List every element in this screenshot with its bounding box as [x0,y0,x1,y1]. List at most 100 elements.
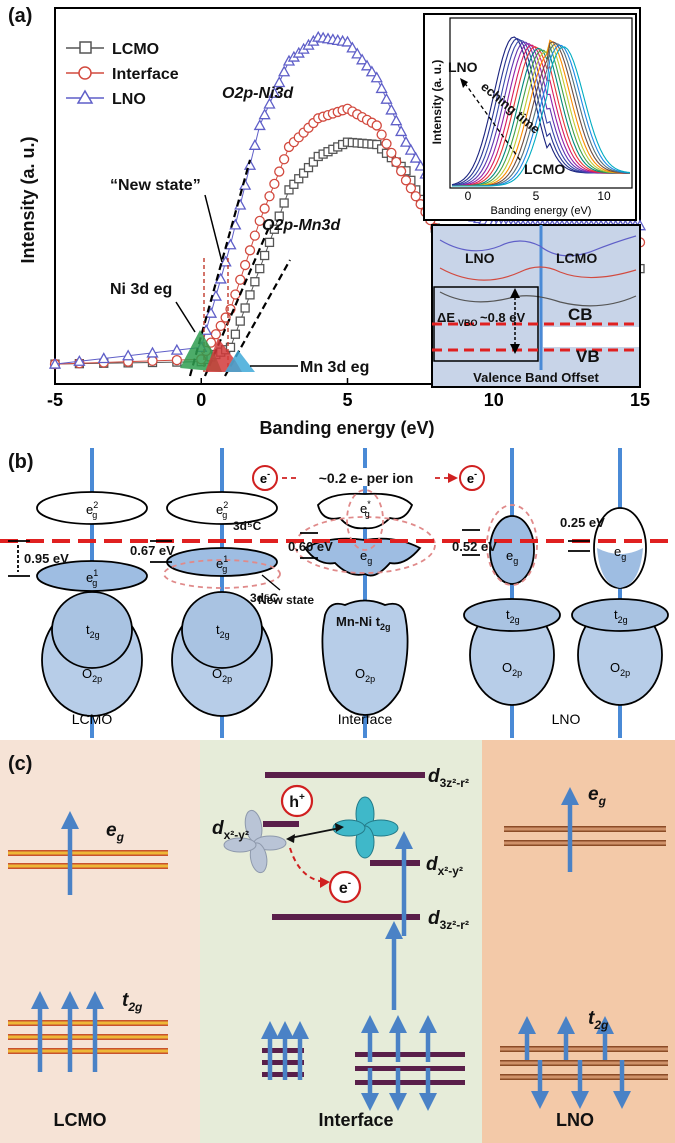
inset-b-lno: LNO [465,250,495,266]
panel-b: (b) [0,448,675,738]
lno-eg-intermediate [489,515,535,585]
c3d5-label-1: 3d⁵C [233,519,262,533]
inset-lcmo: LCMO [524,161,565,177]
data-point-interface [371,120,382,131]
data-point-lno [370,71,383,83]
x-tick-label: -5 [47,390,63,410]
c3d5-label-2: 3d⁵C [250,591,279,605]
data-point-lno [146,346,159,358]
inset-xtick-1: 5 [533,189,540,203]
inset-caption: Valence Band Offset [473,370,599,385]
data-point-interface [269,178,280,190]
data-point-interface [254,215,265,227]
electron-transfer: e- e- ~0.2 e- per ion [252,465,485,491]
data-point-lcmo [289,179,299,189]
egstar-label: e*g [360,499,371,519]
t2g-orbitals [51,591,669,669]
data-point-lno [224,238,237,250]
data-point-lno [253,119,266,131]
inset-curve [451,45,631,187]
inset-xtick-0: 0 [465,189,472,203]
gap-lcmo-interface: 0.67 eV [130,543,175,558]
dx2y2-orbital-icon [223,809,287,874]
data-point-interface [215,320,226,332]
data-point-lcmo [255,263,265,274]
t2g-lno: t2g [588,1008,609,1032]
eg-lno: eg [588,784,607,808]
inset-offset: LNO LCMO CB VB ΔE VBO ~0.8 eV Valence Ba… [431,224,641,388]
d3z2-top: d3z²-r² [428,766,469,790]
data-point-interface [386,147,397,159]
new-state-label: “New state” [110,177,201,194]
c-label-lno: LNO [556,1110,594,1130]
o2p-ni3d-label: O2p-Ni3d [222,85,294,102]
mn-ni-label: Mn-Ni t2g [336,614,391,632]
data-point-lcmo [308,157,319,167]
b-label-lcmo: LCMO [72,711,113,727]
data-point-interface [274,166,285,177]
data-point-lno [243,158,257,170]
data-point-lno [204,306,218,318]
x-tick-label: 5 [342,390,352,410]
panel-a-xlabel: Banding energy (eV) [259,418,434,438]
data-point-lcmo [279,198,289,208]
inset-ylabel: Intensity (a. u.) [430,60,444,145]
electron-icon [328,870,362,904]
inset-vb: VB [576,347,600,366]
legend-interface: Interface [112,66,179,83]
ni-3d-eg-label: Ni 3d eg [110,281,172,298]
gap-lcmo: 0.95 eV [24,551,69,566]
svg-text:e-: e- [467,469,477,486]
data-point-lno [268,86,281,98]
data-point-lno [248,138,261,150]
data-point-lno [346,41,359,53]
data-point-lno [409,151,422,163]
data-point-lno [97,352,110,364]
inset-b-lcmo: LCMO [556,250,597,266]
gap-interface-lno: 0.52 eV [452,539,497,554]
o2p-mn3d-label: O2p-Mn3d [262,217,341,234]
inset-curve [451,46,631,187]
data-point-interface [400,175,412,186]
inset-curves [451,36,631,187]
dx2y2-right: dx²-y² [426,854,463,878]
data-point-lno [278,65,291,77]
data-point-lno [395,125,408,137]
data-point-interface [249,230,261,241]
eg-lcmo: eg [106,820,125,844]
inset-curve [451,47,631,187]
data-point-lcmo [250,277,260,287]
mn-eg-peak [225,350,255,372]
data-point-lcmo [235,316,245,326]
data-point-interface [278,154,290,165]
data-point-lcmo [269,224,280,234]
data-point-interface [244,245,256,256]
data-point-interface [391,156,402,168]
gap-lno: 0.25 eV [560,515,605,530]
t2g-lcmo: t2g [122,990,143,1014]
lnolevels [500,826,668,1080]
data-point-lno [258,108,271,120]
svg-text:e-: e- [260,469,270,486]
data-point-interface [405,183,417,194]
data-point-lno [404,143,417,155]
data-point-lcmo [259,250,270,261]
dz2-orbital-icon [332,796,399,859]
gap-interface: 0.60 eV [288,539,333,554]
data-point-lcmo [230,329,241,339]
data-point-lno [351,47,364,59]
inset-etching: Intensity (a. u.) 0 5 10 Banding energy … [423,13,637,221]
panel-b-label: (b) [8,451,34,473]
data-point-lno [375,82,388,94]
data-point-lcmo [298,168,309,178]
data-point-lno [365,65,378,77]
data-point-interface [259,203,270,214]
new-state-b: New state [258,593,314,607]
legend-lno: LNO [112,91,146,108]
data-point-lno [360,59,374,71]
data-point-lno [263,97,276,109]
inset-xtick-2: 10 [597,189,611,203]
